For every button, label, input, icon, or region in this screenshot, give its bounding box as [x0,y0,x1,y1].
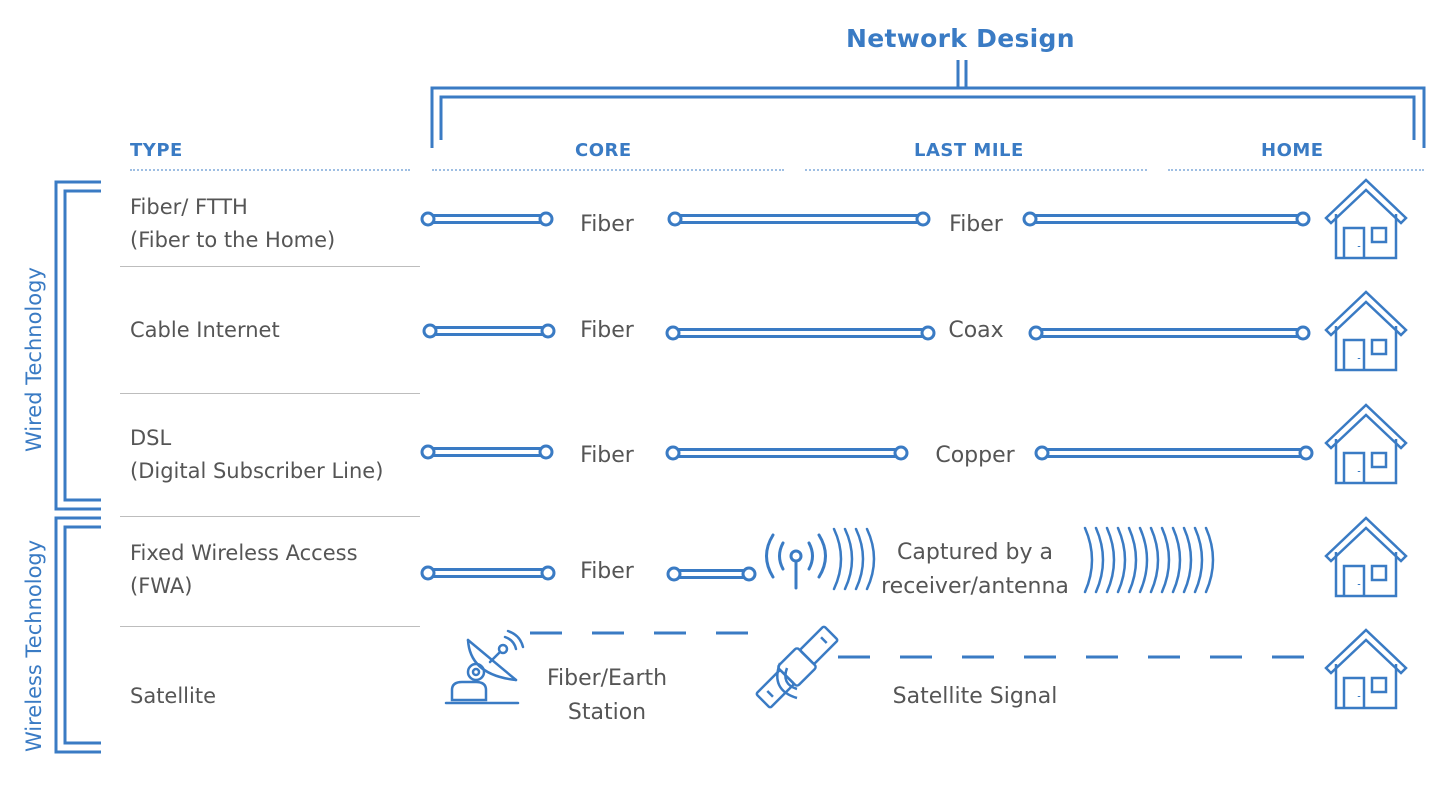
last-mile-medium-satellite: Satellite Signal [892,684,1058,709]
last-mile-line1: Captured by a [897,540,1053,565]
satellite-icon [755,625,839,709]
last-mile-medium-ftth: Fiber [949,212,1003,237]
home-icon [1324,628,1408,710]
cable-link [1022,211,1311,227]
home-icon [1324,403,1408,485]
last-mile-medium-fwa: Captured by a receiver/antenna [870,536,1080,604]
type-line1: Cable Internet [130,318,280,342]
row-divider [120,266,420,267]
cable-link [665,445,909,461]
row-divider [120,393,420,394]
header-divider-last-mile [805,169,1147,171]
type-line1: Fixed Wireless Access [130,541,358,565]
row-divider [120,516,420,517]
wireless-technology-bracket [54,516,101,754]
cable-link [420,444,554,460]
type-line2: (Digital Subscriber Line) [130,459,384,483]
cable-link [420,565,556,581]
row-type-cable: Cable Internet [130,314,280,347]
last-mile-medium-cable: Coax [948,318,1004,343]
cable-link [1028,325,1311,341]
core-medium-dsl: Fiber [580,443,634,468]
row-type-fiber-ftth: Fiber/ FTTH (Fiber to the Home) [130,191,335,257]
type-line2: (Fiber to the Home) [130,228,336,252]
header-divider-type [130,169,410,171]
home-icon [1324,178,1408,260]
row-type-satellite: Satellite [130,680,216,713]
network-design-bracket [430,60,1426,148]
last-mile-line2: receiver/antenna [881,574,1069,599]
type-line1: Satellite [130,684,217,708]
column-header-type: TYPE [130,140,183,161]
column-header-home: HOME [1261,140,1324,161]
header-divider-core [432,169,784,171]
cable-link [420,211,554,227]
column-header-last-mile: LAST MILE [914,140,1024,161]
cable-link [665,325,936,341]
core-line1: Fiber/Earth [546,666,668,691]
cable-link [667,211,931,227]
core-medium-fwa: Fiber [580,559,634,584]
cable-link [1034,445,1314,461]
header-divider-home [1168,169,1424,171]
home-icon [1324,516,1408,598]
type-line2: (FWA) [130,574,193,598]
wired-technology-bracket [54,180,101,511]
type-line1: DSL [130,426,172,450]
cable-link [422,323,556,339]
core-line2: Station [567,700,647,725]
core-medium-ftth: Fiber [580,212,634,237]
last-mile-medium-dsl: Copper [935,443,1015,468]
core-medium-satellite: Fiber/Earth Station [527,662,687,730]
diagram-title: Network Design [846,24,1075,53]
cable-link [666,566,757,582]
row-divider [120,626,420,627]
radio-waves-icon [1083,526,1215,594]
antenna-icon [765,533,827,590]
row-type-dsl: DSL (Digital Subscriber Line) [130,422,383,488]
column-header-core: CORE [575,140,632,161]
home-icon [1324,290,1408,372]
satellite-dish-icon [444,629,525,705]
radio-waves-icon [832,527,876,591]
type-line1: Fiber/ FTTH [130,195,248,219]
core-medium-cable: Fiber [580,318,634,343]
row-type-fwa: Fixed Wireless Access (FWA) [130,537,358,603]
